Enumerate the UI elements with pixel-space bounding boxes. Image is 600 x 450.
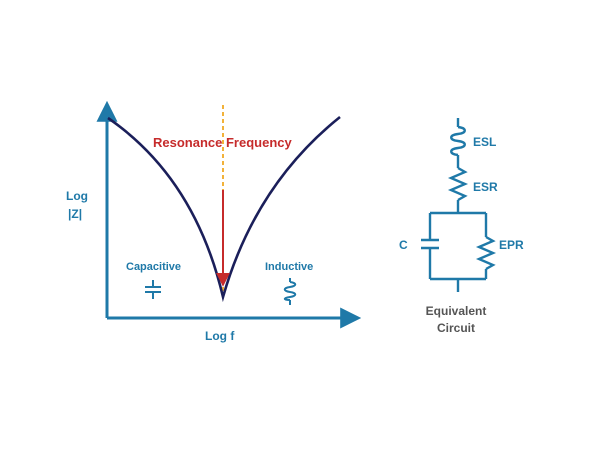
esr-resistor-icon [447, 166, 469, 202]
esr-label: ESR [473, 180, 498, 194]
x-axis-label: Log f [205, 329, 235, 343]
capacitor-c-icon [421, 238, 439, 250]
y-axis-label-log: Log [66, 189, 88, 203]
esl-label: ESL [473, 135, 496, 149]
circuit-title-line1: Equivalent [426, 304, 487, 318]
impedance-plot: Log |Z| Log f Resonance Frequency Capaci… [66, 100, 362, 343]
capacitor-icon [145, 280, 161, 299]
capacitive-label: Capacitive [126, 261, 181, 273]
c-label: C [399, 238, 408, 252]
epr-label: EPR [499, 238, 524, 252]
inductor-icon [283, 278, 297, 305]
impedance-curve [107, 115, 341, 303]
epr-resistor-icon [475, 235, 497, 271]
inductive-label: Inductive [265, 261, 313, 273]
equivalent-circuit [421, 118, 497, 292]
resonance-frequency-label: Resonance Frequency [153, 135, 292, 150]
y-axis-label-z: |Z| [68, 207, 82, 221]
esl-inductor-icon [450, 125, 466, 157]
circuit-title-line2: Circuit [437, 321, 475, 335]
